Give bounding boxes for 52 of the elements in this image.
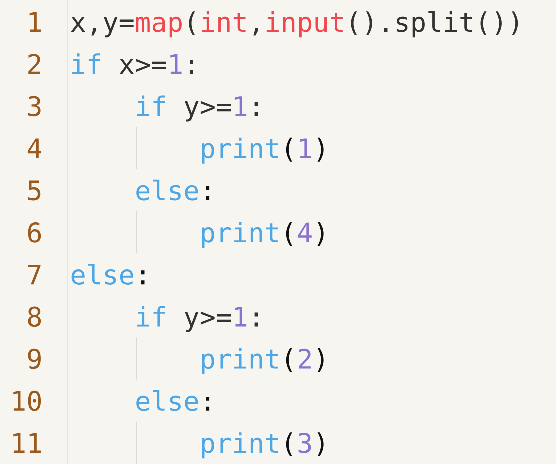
code-text: ): [318, 222, 324, 246]
code-text: y>=: [184, 312, 232, 332]
line-number: 11: [14, 433, 41, 453]
code-text: :: [254, 102, 258, 116]
code-text: (: [189, 12, 196, 36]
code-text: map: [136, 16, 182, 38]
code-text: 1: [170, 54, 182, 74]
code-text: if: [72, 54, 100, 74]
code-text: :: [206, 396, 210, 411]
code-text: 1: [235, 96, 247, 116]
line-number: 2: [28, 54, 41, 74]
code-text: print: [202, 432, 278, 459]
line-number: 1: [30, 12, 41, 32]
line-number: 6: [28, 222, 42, 243]
line-number: 9: [28, 348, 41, 370]
code-text: print: [202, 222, 278, 248]
code-text: :: [254, 312, 258, 327]
code-text: if: [137, 96, 166, 116]
code-text: int: [202, 12, 246, 32]
code-text: else: [72, 264, 134, 285]
code-text: (: [286, 222, 292, 246]
code-text: (: [286, 432, 292, 457]
code-text: x>=: [120, 59, 166, 74]
code-text: :: [206, 186, 210, 200]
code-text: ): [318, 432, 324, 457]
code-text: :: [141, 270, 145, 285]
code-text: 2: [299, 348, 311, 369]
code-text: if: [137, 306, 166, 327]
code-text: :: [190, 60, 194, 74]
code-text: x,y=: [71, 17, 134, 38]
code-text: (: [286, 138, 292, 162]
code-text: else: [136, 180, 198, 201]
code-text: 4: [298, 222, 312, 242]
line-number: 8: [28, 306, 42, 328]
code-text: ,: [254, 28, 258, 36]
code-text: 1: [235, 307, 247, 327]
code-text: else: [136, 390, 198, 412]
line-number: 5: [28, 180, 41, 201]
code-text: y>=: [184, 101, 232, 122]
code-text: print: [202, 138, 278, 164]
code-text: print: [202, 348, 278, 374]
code-text: ().split()): [351, 11, 518, 38]
line-number: 10: [14, 390, 42, 412]
code-text: 1: [300, 138, 312, 158]
line-number: 7: [28, 265, 41, 285]
code-text: ): [318, 138, 324, 162]
code-text: ): [318, 348, 324, 372]
line-number: 4: [28, 138, 42, 158]
code-text: (: [286, 348, 292, 372]
line-number: 3: [28, 96, 41, 117]
code-text: 3: [298, 433, 312, 454]
code-text: input: [266, 12, 343, 38]
